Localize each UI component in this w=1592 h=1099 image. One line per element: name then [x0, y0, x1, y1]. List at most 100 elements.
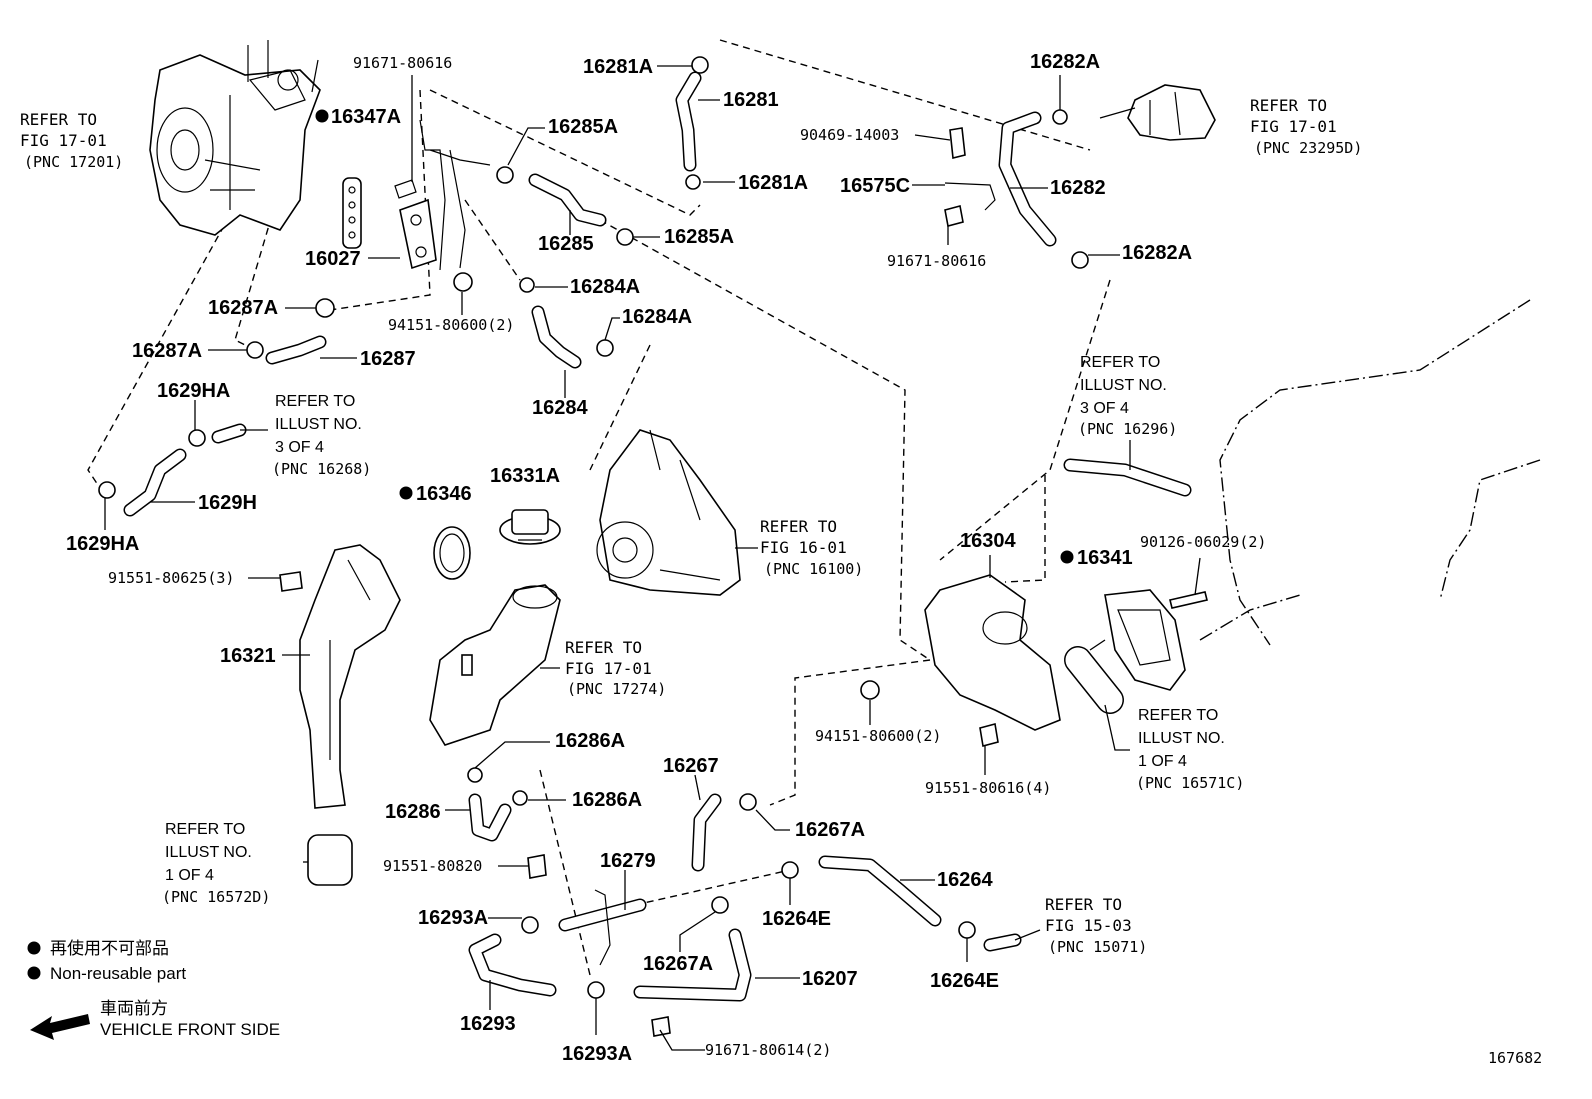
- thermostat-housing-illustration: [429, 584, 561, 746]
- egr-valve-illustration: [149, 40, 321, 236]
- svg-text:FIG 17-01: FIG 17-01: [20, 131, 107, 150]
- label-16264e-b: 16264E: [930, 970, 999, 992]
- svg-text:3 OF 4: 3 OF 4: [1080, 400, 1129, 417]
- label-16287a-a: 16287A: [208, 297, 278, 319]
- ref-pnc-17201: REFER TO FIG 17-01 (PNC 17201): [20, 110, 123, 171]
- clamp-16267a-b: [711, 896, 729, 914]
- reference-notes: REFER TO FIG 17-01 (PNC 17201) REFER TO …: [20, 96, 1362, 956]
- clamp-16281a-mid: [685, 174, 701, 190]
- svg-text:FIG 17-01: FIG 17-01: [565, 659, 652, 678]
- label-16267: 16267: [663, 755, 719, 777]
- label-16293: 16293: [460, 1013, 516, 1035]
- legend-nonreusable-jp: 再使用不可部品: [50, 938, 169, 958]
- label-16281: 16281: [723, 89, 779, 111]
- label-16282a-bot: 16282A: [1122, 242, 1192, 264]
- clamp-16264e-a: [781, 861, 799, 879]
- filled-circle-icon: [1060, 550, 1074, 564]
- ref-pnc-16572d: REFER TO ILLUST NO. 1 OF 4 (PNC 16572D): [162, 821, 270, 906]
- svg-text:(PNC 16100): (PNC 16100): [764, 560, 863, 578]
- ref-pnc-15071: REFER TO FIG 15-03 (PNC 15071): [1045, 895, 1147, 956]
- svg-text:FIG 15-03: FIG 15-03: [1045, 916, 1132, 935]
- filled-circle-icon: [27, 966, 41, 980]
- label-16282a-top: 16282A: [1030, 51, 1100, 73]
- svg-text:REFER TO: REFER TO: [1138, 707, 1218, 724]
- part-illustrations: [123, 40, 1216, 1037]
- label-91671-80616-a: 91671-80616: [353, 54, 452, 72]
- bolt-91671-80614: [651, 1016, 671, 1037]
- bolt-91551-80616: [979, 723, 999, 747]
- hose-16281: [675, 71, 702, 172]
- label-16281a-mid: 16281A: [738, 172, 808, 194]
- label-16286a-bot: 16286A: [572, 789, 642, 811]
- gasket-16341: [1104, 589, 1186, 691]
- svg-text:(PNC 16572D): (PNC 16572D): [162, 888, 270, 906]
- svg-text:ILLUST NO.: ILLUST NO.: [275, 416, 362, 433]
- illustration-id: 167682: [1488, 1049, 1542, 1067]
- svg-text:ILLUST NO.: ILLUST NO.: [1080, 377, 1167, 394]
- leader-lines: [104, 65, 1201, 1051]
- svg-text:(PNC 23295D): (PNC 23295D): [1254, 139, 1362, 157]
- label-16281a-top: 16281A: [583, 56, 653, 78]
- label-16293a-bot: 16293A: [562, 1043, 632, 1065]
- svg-text:3 OF 4: 3 OF 4: [275, 439, 324, 456]
- label-16346: 16346: [416, 483, 472, 505]
- hose-16282: [998, 111, 1057, 247]
- filled-circle-icon: [315, 109, 329, 123]
- label-16284a-b: 16284A: [622, 306, 692, 328]
- svg-text:REFER TO: REFER TO: [165, 821, 245, 838]
- label-16284: 16284: [532, 397, 588, 419]
- label-16285a-top: 16285A: [548, 116, 618, 138]
- stud-90126: [1169, 591, 1208, 609]
- label-90126-06029: 90126-06029(2): [1140, 533, 1266, 551]
- svg-text:1 OF 4: 1 OF 4: [1138, 753, 1187, 770]
- svg-text:(PNC 16571C): (PNC 16571C): [1136, 774, 1244, 792]
- svg-text:REFER TO: REFER TO: [565, 638, 642, 657]
- pipe-16321-illustration: [299, 544, 401, 886]
- svg-text:REFER TO: REFER TO: [1080, 354, 1160, 371]
- label-91551-80625: 91551-80625(3): [108, 569, 234, 587]
- svg-text:(PNC 16296): (PNC 16296): [1078, 420, 1177, 438]
- svg-text:ILLUST NO.: ILLUST NO.: [1138, 730, 1225, 747]
- label-16284a-a: 16284A: [570, 276, 640, 298]
- svg-text:REFER TO: REFER TO: [1250, 96, 1327, 115]
- bolt-91671-80616-b: [944, 205, 964, 227]
- label-16282: 16282: [1050, 177, 1106, 199]
- label-16321: 16321: [220, 645, 276, 667]
- sensor-90469: [949, 127, 966, 159]
- svg-text:FIG 16-01: FIG 16-01: [760, 538, 847, 557]
- svg-text:REFER TO: REFER TO: [1045, 895, 1122, 914]
- label-91551-80616: 91551-80616(4): [925, 779, 1051, 797]
- label-16285: 16285: [538, 233, 594, 255]
- legend: 再使用不可部品 Non-reusable part 車両前方 VEHICLE F…: [30, 938, 280, 1040]
- label-16279: 16279: [600, 850, 656, 872]
- label-16027: 16027: [305, 248, 361, 270]
- label-16575c: 16575C: [840, 175, 910, 197]
- ref-pnc-17274: REFER TO FIG 17-01 (PNC 17274): [565, 638, 666, 698]
- clamp-16286a-bot: [512, 790, 528, 806]
- svg-text:(PNC 16268): (PNC 16268): [272, 460, 371, 478]
- label-16286: 16286: [385, 801, 441, 823]
- water-pump-illustration: [596, 429, 741, 596]
- label-16331a: 16331A: [490, 465, 560, 487]
- arrow-left-icon: [30, 1014, 90, 1040]
- svg-text:(PNC 15071): (PNC 15071): [1048, 938, 1147, 956]
- legend-front-jp: 車両前方: [100, 999, 168, 1018]
- label-1629h: 1629H: [198, 492, 257, 514]
- clamp-16287a-a: [315, 298, 335, 318]
- label-16341: 16341: [1077, 547, 1133, 569]
- throttle-body-illustration: [1099, 84, 1216, 141]
- clamp-16284a-b: [596, 339, 614, 357]
- label-16347a: 16347A: [331, 106, 401, 128]
- clamp-16264e-b: [958, 921, 976, 939]
- filled-circle-icon: [399, 486, 413, 500]
- nut-94151-b: [860, 680, 880, 700]
- clamp-16285a-top: [496, 166, 514, 184]
- clamp-1629ha-bot: [98, 481, 116, 499]
- label-16287: 16287: [360, 348, 416, 370]
- label-16267a-b: 16267A: [643, 953, 713, 975]
- label-16293a-top: 16293A: [418, 907, 488, 929]
- legend-nonreusable-en: Non-reusable part: [50, 964, 186, 983]
- label-16286a-top: 16286A: [555, 730, 625, 752]
- hose-1629h: [123, 448, 187, 517]
